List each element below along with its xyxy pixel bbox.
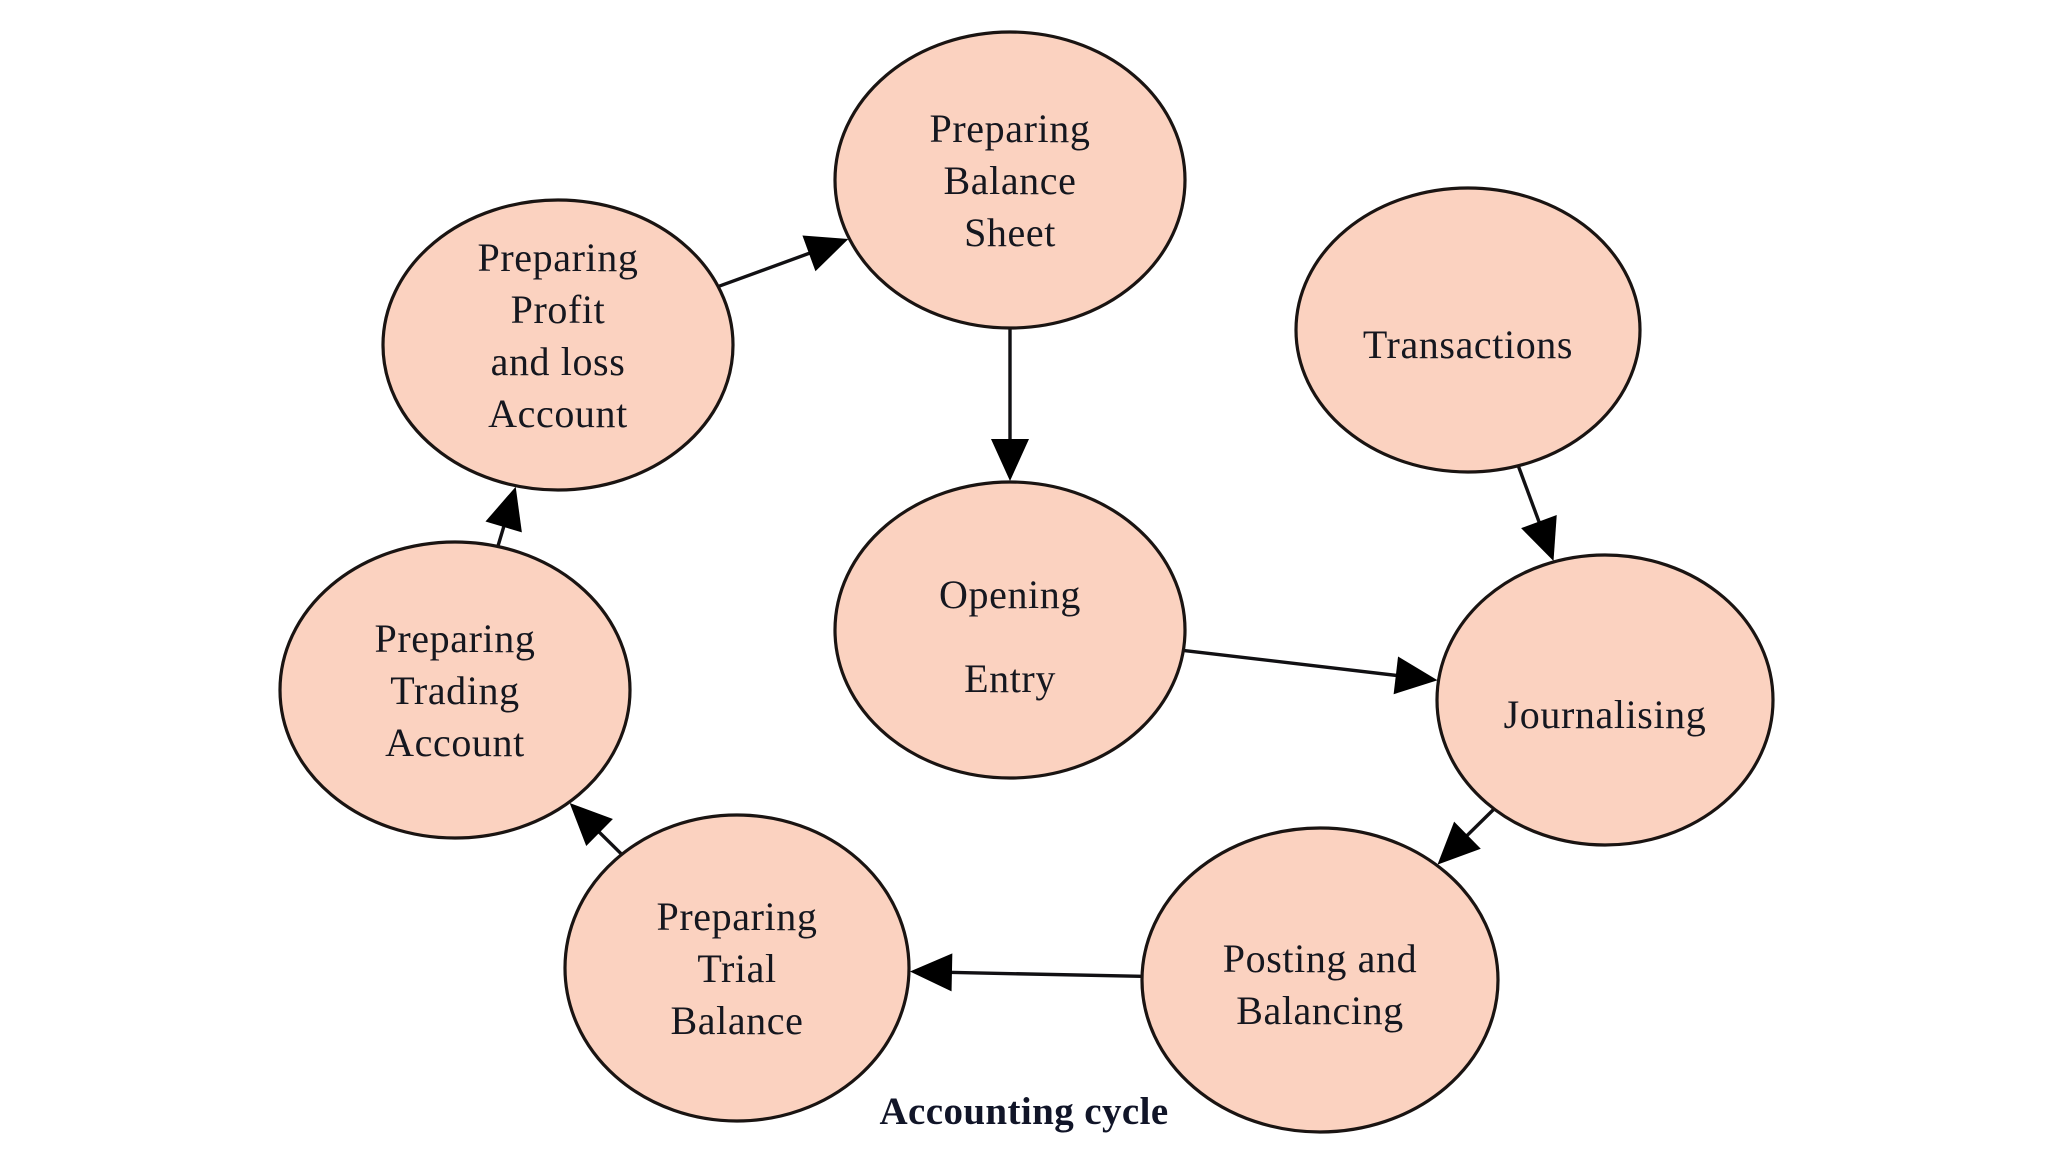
edge-line	[947, 970, 1142, 979]
arrowhead-icon	[909, 953, 953, 992]
edge-trial-balance-to-trading-account	[569, 803, 623, 855]
node-label-line: Balance	[943, 158, 1076, 203]
node-label-line: Preparing	[478, 235, 639, 280]
node-shape-preparing-balance-sheet[interactable]	[833, 30, 1187, 330]
node-shape-opening-entry[interactable]	[833, 480, 1187, 780]
node-label-line: Sheet	[964, 210, 1056, 255]
edge-line	[718, 250, 814, 288]
node-label-line: Entry	[964, 656, 1056, 701]
node-shape-transactions[interactable]	[1294, 186, 1642, 474]
node-label-line: Journalising	[1504, 692, 1707, 737]
edge-posting-to-trial-balance	[909, 953, 1142, 992]
edge-transactions-to-journalising	[1517, 466, 1557, 561]
node-label-line: Trial	[697, 946, 776, 991]
node-label-journalising: Journalising	[1504, 692, 1707, 737]
edge-line	[1184, 648, 1401, 678]
node-shape-posting-and-balancing[interactable]	[1140, 826, 1500, 1134]
node-label-line: Transactions	[1363, 322, 1573, 367]
arrowhead-icon	[485, 486, 522, 533]
arrowhead-icon	[802, 235, 849, 272]
edge-opening-entry-to-journalising	[1184, 648, 1438, 695]
node-label-line: Balance	[670, 998, 803, 1043]
node-label-line: Preparing	[375, 616, 536, 661]
node-shape-journalising[interactable]	[1435, 553, 1775, 847]
node-transactions[interactable]: Transactions	[1294, 186, 1642, 474]
arrowhead-icon	[1521, 514, 1557, 561]
node-shape-preparing-trading-account[interactable]	[278, 540, 632, 840]
node-label-line: Preparing	[657, 894, 818, 939]
edges-layer	[485, 235, 1557, 992]
node-label-line: Balancing	[1236, 988, 1404, 1033]
node-shape-preparing-trial-balance[interactable]	[563, 813, 911, 1123]
edge-line	[1463, 808, 1495, 840]
edge-line	[1517, 466, 1542, 526]
node-label-line: Trading	[390, 668, 519, 713]
arrowhead-icon	[1437, 821, 1481, 865]
node-label-line: Preparing	[930, 106, 1091, 151]
edge-line	[595, 828, 623, 855]
arrowhead-icon	[1393, 656, 1438, 695]
node-label-line: and loss	[491, 339, 626, 384]
edge-profit-and-loss-to-balance-sheet	[718, 235, 849, 288]
node-label-line: Opening	[939, 572, 1081, 617]
node-label-transactions: Transactions	[1363, 322, 1573, 367]
node-label-line: Account	[385, 720, 525, 765]
arrowhead-icon	[991, 439, 1029, 481]
diagram-caption: Accounting cycle	[879, 1090, 1168, 1133]
node-label-line: Account	[488, 391, 628, 436]
node-label-line: Profit	[511, 287, 606, 332]
edge-trading-account-to-profit-and-loss	[485, 486, 522, 547]
node-journalising[interactable]: Journalising	[1435, 553, 1775, 847]
arrowhead-icon	[569, 803, 613, 847]
node-shape-preparing-profit-and-loss-account[interactable]	[381, 198, 735, 492]
node-label-line: Posting and	[1223, 936, 1417, 981]
edge-balance-sheet-to-opening-entry	[991, 329, 1029, 481]
edge-journalising-to-posting	[1437, 808, 1495, 865]
